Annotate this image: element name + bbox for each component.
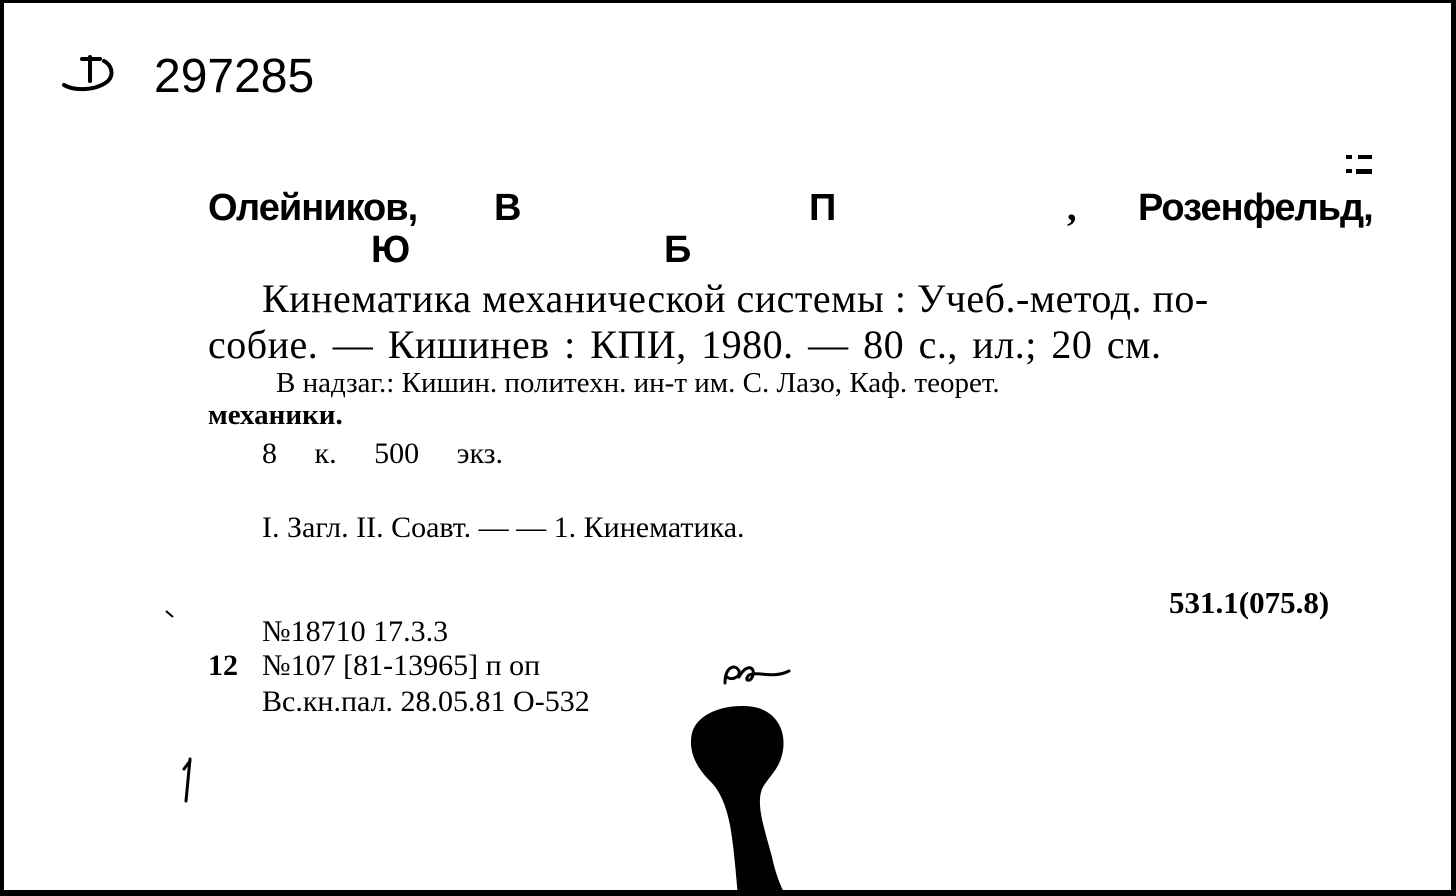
stray-mark bbox=[165, 610, 174, 618]
author-surname-1: Олейников, bbox=[208, 187, 418, 229]
tracings: I. Загл. II. Соавт. — — 1. Кинематика. bbox=[262, 511, 745, 544]
author-separator: , bbox=[1067, 187, 1077, 229]
udc-code: 531.1(075.8) bbox=[1169, 585, 1330, 620]
author-initial-b: Б bbox=[664, 229, 692, 271]
note-line-2: механики. bbox=[208, 399, 343, 431]
title-line-1: Кинематика механической системы : Учеб.-… bbox=[262, 276, 1209, 321]
number-line-3: Вс.кн.пал. 28.05.81 О-532 bbox=[262, 685, 590, 718]
handwritten-mark bbox=[62, 55, 114, 92]
ink-blot bbox=[691, 706, 784, 890]
number-line-2-prefix: 12 bbox=[208, 649, 238, 682]
author-initial-yu: Ю bbox=[371, 229, 411, 271]
handwritten-initials bbox=[723, 665, 791, 685]
author-initial-p: П bbox=[809, 187, 837, 229]
card-number: 297285 bbox=[154, 50, 315, 103]
price-line: 8 к. 500 экз. bbox=[262, 437, 503, 470]
number-line-2: №107 [81-13965] п оп bbox=[262, 649, 541, 682]
author-surname-2: Розенфельд, bbox=[1138, 187, 1374, 229]
pen-stroke-mark bbox=[182, 757, 192, 803]
title-line-2: собие. — Кишинев : КПИ, 1980. — 80 с., и… bbox=[208, 322, 1162, 367]
corner-marks bbox=[1346, 155, 1372, 174]
author-initial-v: В bbox=[494, 187, 522, 229]
note-line-1: В надзаг.: Кишин. политехн. ин-т им. С. … bbox=[276, 367, 1000, 399]
number-line-1: №18710 17.3.3 bbox=[262, 615, 449, 648]
catalog-card: 297285 Олейников, В П , Розенфельд, Ю Б … bbox=[4, 3, 1451, 890]
